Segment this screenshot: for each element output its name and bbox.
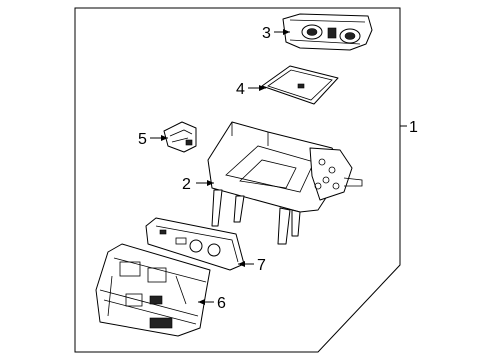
callout-7: 7 — [238, 257, 266, 274]
callout-4: 4 — [236, 81, 266, 98]
part-7-switch-panel — [145, 217, 245, 271]
callout-1: 1 — [400, 119, 418, 136]
callout-3: 3 — [262, 25, 290, 42]
part-2-console-bin — [207, 121, 363, 245]
callout-3-label: 3 — [262, 25, 271, 42]
part-4-tray-mat — [261, 65, 339, 105]
assembly-frame — [74, 7, 401, 353]
callout-6-label: 6 — [217, 295, 226, 312]
part-5-bracket — [163, 121, 197, 153]
part-3-bezel — [282, 13, 373, 51]
callout-4-label: 4 — [236, 81, 245, 98]
callout-7-label: 7 — [257, 257, 266, 274]
callout-2-label: 2 — [182, 176, 191, 193]
callout-5: 5 — [138, 131, 168, 148]
part-6-base-assembly — [95, 243, 211, 337]
callout-6: 6 — [198, 295, 226, 312]
callout-1-label: 1 — [409, 119, 418, 136]
callout-5-label: 5 — [138, 131, 147, 148]
callout-2: 2 — [182, 176, 214, 193]
